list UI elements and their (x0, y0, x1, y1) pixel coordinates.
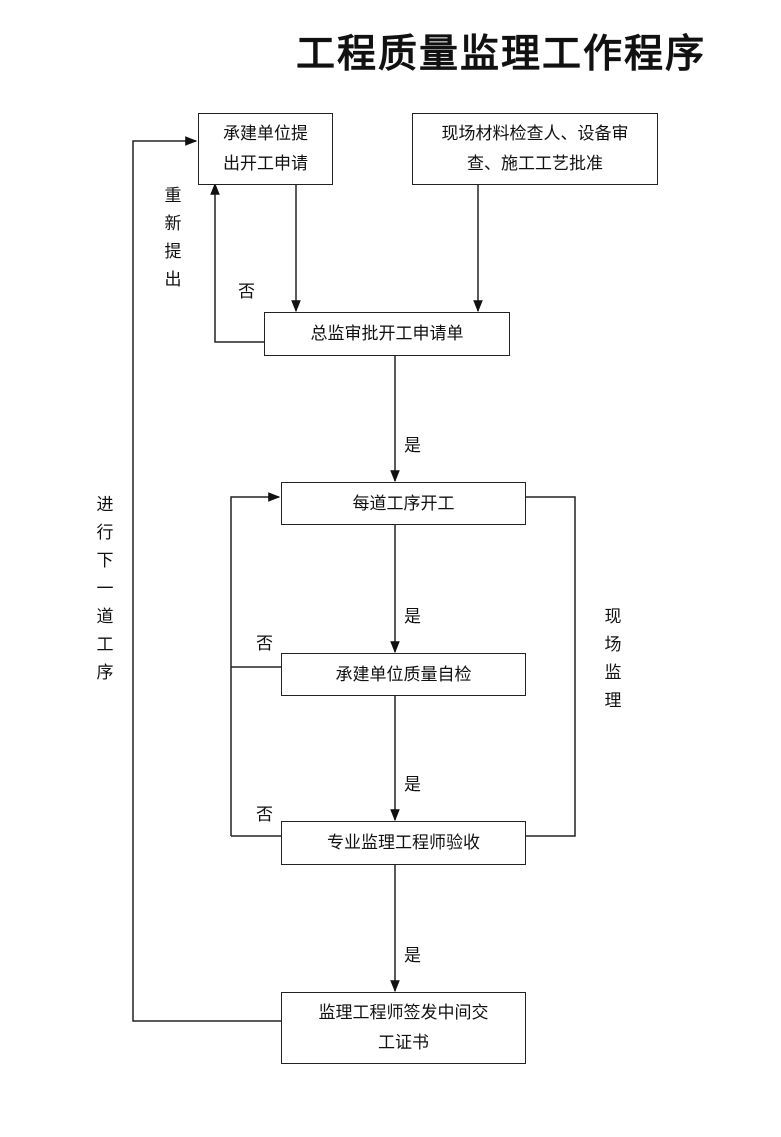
label-no-approve: 否 (238, 282, 255, 302)
label-resubmit: 重新提出 (164, 186, 182, 290)
label-yes-approve: 是 (404, 436, 421, 456)
label-no-selfcheck: 否 (256, 634, 273, 654)
box-material: 现场材料检查人、设备审查、施工工艺批准 (412, 113, 658, 185)
line-site-supervision (525, 496, 576, 837)
box-certificate: 监理工程师签发中间交工证书 (281, 992, 526, 1064)
box-selfcheck: 承建单位质量自检 (281, 653, 526, 696)
start-label: 每道工序开工 (352, 493, 455, 514)
arrow-rework (230, 492, 281, 836)
apply-line2: 出开工申请 (223, 154, 308, 174)
approve-label: 总监审批开工申请单 (310, 324, 464, 344)
label-yes-accept: 是 (404, 946, 421, 966)
label-site-supervision: 现场监理 (604, 607, 622, 711)
box-accept: 专业监理工程师验收 (281, 821, 526, 865)
certificate-line2: 工证书 (378, 1033, 429, 1053)
page-title: 工程质量监理工作程序 (296, 32, 707, 77)
label-yes-selfcheck: 是 (404, 775, 421, 795)
material-line1: 现场材料检查人、设备审 (441, 124, 629, 144)
arrow-resubmit (210, 182, 264, 343)
box-start: 每道工序开工 (281, 482, 526, 525)
label-yes-start: 是 (404, 607, 421, 627)
arrow-next-step (132, 136, 281, 1022)
label-no-accept: 否 (256, 805, 273, 825)
selfcheck-label: 承建单位质量自检 (335, 664, 472, 685)
label-next-step: 进行下一道工序 (96, 495, 114, 683)
box-apply: 承建单位提出开工申请 (198, 113, 333, 185)
accept-label: 专业监理工程师验收 (327, 833, 480, 853)
certificate-line1: 监理工程师签发中间交 (318, 1003, 489, 1023)
apply-line1: 承建单位提 (223, 124, 308, 144)
material-line2: 查、施工工艺批准 (467, 154, 603, 174)
box-approve: 总监审批开工申请单 (264, 312, 510, 356)
